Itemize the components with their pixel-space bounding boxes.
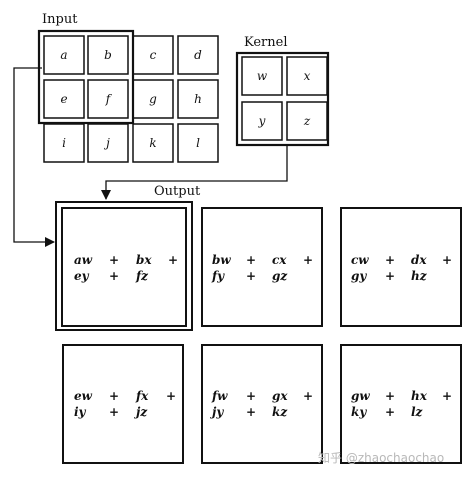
input-cell-label: i [62,136,66,150]
output-plus: + [303,253,313,267]
input-cell: c [132,35,174,75]
output-term: kz [272,405,288,419]
output-cell: bw + cx + fy + gz [201,207,323,327]
output-cell: cw + dx + gy + hz [340,207,462,327]
output-plus: + [246,389,256,403]
input-cell: d [177,35,219,75]
kernel-label: Kernel [244,35,288,50]
kernel-cell: y [241,101,283,141]
input-cell-label: h [194,92,202,106]
input-cell-label: k [149,136,156,150]
input-cell: f [87,79,129,119]
watermark: 知乎 @zhaochaochao [318,451,444,465]
output-plus: + [246,269,256,283]
input-to-output-arrow [13,67,55,247]
output-term: iy [74,405,87,419]
output-plus: + [303,389,313,403]
kernel-grid: w x y z [235,51,330,147]
input-grid: a b c d e f g h i j k l [37,29,219,163]
output-plus: + [385,269,395,283]
input-cell: i [43,123,85,163]
input-cell: g [132,79,174,119]
output-term: gw [351,389,370,403]
output-term: fy [211,269,225,283]
kernel-cell-label: z [303,114,311,128]
output-term: gy [351,269,367,283]
kernel-cell-label: y [258,114,266,128]
input-label: Input [42,12,78,27]
output-term: bx [136,253,152,267]
input-cell-label: c [150,48,157,62]
output-term: fw [211,389,228,403]
input-cell-label: g [149,92,157,106]
output-term: fz [135,269,149,283]
output-term: bw [212,253,231,267]
input-cell-label: j [103,136,110,150]
input-cell-label: l [196,136,200,150]
kernel-cell: x [286,56,328,96]
kernel-cell: w [241,56,283,96]
output-term: gz [272,269,288,283]
output-cell: aw + bx + ey + fz [61,207,187,327]
output-highlight [55,201,193,331]
output-plus: + [168,253,178,267]
input-cell: e [43,79,85,119]
output-term: cx [272,253,287,267]
output-term: hx [411,389,428,403]
input-cell: a [43,35,85,75]
output-plus: + [442,253,452,267]
output-plus: + [166,389,176,403]
output-cell: fw + gx + jy + kz [201,344,323,464]
input-cell-label: b [104,48,112,62]
output-term: dx [411,253,427,267]
input-cell-label: e [60,92,67,106]
output-term: cw [351,253,369,267]
output-term: jz [134,405,148,419]
input-cell-label: a [60,48,67,62]
output-plus: + [109,389,119,403]
output-plus: + [385,405,395,419]
output-plus: + [109,253,119,267]
output-label: Output [154,184,201,199]
output-grid: aw + bx + ey + fz bw + cx + fy + gz cw +… [55,201,462,464]
output-plus: + [109,405,119,419]
kernel-cell: z [286,101,328,141]
output-plus: + [385,253,395,267]
receptive-field-highlight [37,29,135,125]
output-term: gx [272,389,288,403]
input-cell-label: d [194,48,202,62]
output-term: ky [351,405,367,419]
output-term: fx [135,389,149,403]
input-cell: j [87,123,129,163]
kernel-cell-label: w [257,69,268,83]
output-term: aw [74,253,93,267]
output-plus: + [442,389,452,403]
output-plus: + [109,269,119,283]
input-cell: l [177,123,219,163]
output-cell: gw + hx + ky + lz [340,344,462,464]
kernel-frame [235,51,330,147]
kernel-cell-label: x [304,69,311,83]
output-term: hz [411,269,428,283]
output-term: lz [411,405,424,419]
output-term: jy [210,405,224,419]
input-cell: b [87,35,129,75]
output-plus: + [246,253,256,267]
output-term: ew [74,389,93,403]
output-term: ey [74,269,90,283]
output-cell: ew + fx + iy + jz [62,344,184,464]
output-plus: + [385,389,395,403]
kernel-to-output-arrow [101,145,288,200]
input-cell: h [177,79,219,119]
output-plus: + [246,405,256,419]
input-cell: k [132,123,174,163]
input-cell-label: f [105,92,113,106]
